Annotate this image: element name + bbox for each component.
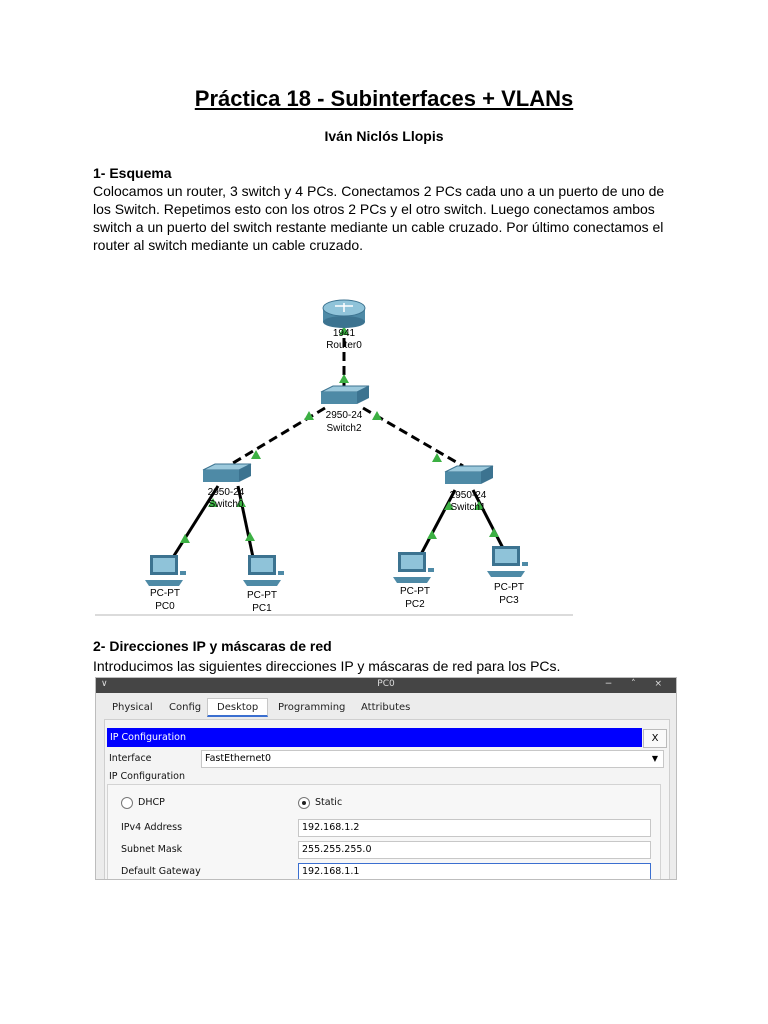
link-up-icon — [304, 411, 314, 420]
tab-programming[interactable]: Programming — [278, 702, 346, 713]
switch0-name-label: Switch0 — [208, 499, 243, 510]
switch2-icon[interactable] — [320, 385, 370, 404]
ip-configuration-label: IP Configuration — [109, 771, 185, 782]
router-icon[interactable] — [322, 299, 366, 328]
section-heading-esquema: 1- Esquema — [93, 165, 172, 181]
link-up-icon — [474, 501, 484, 510]
network-diagram: 1941 Router0 2950-24 Switch2 2950-24 Swi… — [95, 299, 573, 616]
interface-label: Interface — [109, 753, 152, 764]
paragraph-line: switch a un puerto del switch restante m… — [93, 219, 664, 235]
paragraph-direcciones: Introducimos las siguientes direcciones … — [93, 658, 561, 674]
pc2-icon[interactable] — [393, 552, 434, 583]
interface-select-value: FastEthernet0 — [205, 753, 272, 764]
pc0-model-label: PC-PT — [150, 588, 180, 599]
cable-switch1-pc3 — [471, 489, 507, 553]
link-up-icon — [245, 532, 255, 541]
author: Iván Niclós Llopis — [324, 128, 444, 144]
link-up-icon — [427, 530, 437, 539]
link-up-icon — [432, 453, 442, 462]
window-titlebar: ∨ PC0 − ˄ × — [96, 678, 676, 693]
pc3-icon[interactable] — [487, 546, 528, 577]
window-controls[interactable]: − ˄ × — [604, 679, 670, 689]
link-up-icon — [180, 534, 190, 543]
page-title: Práctica 18 - Subinterfaces + VLANs — [194, 86, 574, 111]
pc2-name-label: PC2 — [405, 599, 425, 610]
cable-switch0-pc0 — [168, 485, 220, 563]
link-up-icon — [339, 374, 349, 383]
pc1-icon[interactable] — [243, 555, 284, 586]
interface-select[interactable]: FastEthernet0 ▼ — [201, 750, 664, 768]
paragraph-line: los Switch. Repetimos esto con los otros… — [93, 201, 655, 217]
switch0-icon[interactable] — [202, 463, 252, 482]
switch2-model-label: 2950-24 — [326, 410, 363, 421]
ipv4-address-input[interactable]: 192.168.1.2 — [298, 819, 651, 837]
chevron-down-icon: ▼ — [651, 754, 658, 763]
switch0-model-label: 2950-24 — [208, 487, 245, 498]
ip-configuration-header: IP Configuration — [107, 728, 642, 747]
router-model-label: 1941 — [333, 328, 356, 339]
tab-config[interactable]: Config — [169, 702, 202, 713]
static-label: Static — [315, 797, 343, 808]
tab-physical[interactable]: Physical — [112, 702, 153, 713]
link-indicators — [180, 326, 499, 543]
default-gateway-label: Default Gateway — [121, 866, 201, 877]
switch1-model-label: 2950-24 — [450, 490, 487, 501]
link-up-icon — [236, 498, 246, 507]
pc3-name-label: PC3 — [499, 595, 519, 606]
switch2-name-label: Switch2 — [326, 423, 361, 434]
dhcp-radio[interactable] — [121, 797, 133, 809]
link-up-icon — [208, 498, 218, 507]
link-up-icon — [444, 501, 454, 510]
paragraph-esquema: Colocamos un router, 3 switch y 4 PCs. C… — [93, 182, 683, 254]
ipv4-address-label: IPv4 Address — [121, 822, 183, 833]
window-title: PC0 — [377, 679, 395, 689]
router-name-label: Router0 — [326, 340, 362, 351]
pc1-model-label: PC-PT — [247, 590, 277, 601]
switch1-icon[interactable] — [444, 465, 494, 484]
desktop-panel: IP Configuration X Interface FastEtherne… — [104, 719, 670, 879]
default-gateway-input[interactable]: 192.168.1.1 — [298, 863, 651, 879]
static-radio[interactable] — [298, 797, 310, 809]
link-up-icon — [339, 326, 349, 335]
paragraph-line: Colocamos un router, 3 switch y 4 PCs. C… — [93, 183, 665, 199]
pt-window: ∨ PC0 − ˄ × Physical Config Desktop Prog… — [95, 677, 677, 880]
ip-configuration-box: DHCP Static IPv4 Address 192.168.1.2 Sub… — [107, 784, 661, 879]
paragraph-line: router al switch mediante un cable cruza… — [93, 237, 364, 253]
subnet-mask-label: Subnet Mask — [121, 844, 183, 855]
tab-desktop[interactable]: Desktop — [207, 698, 269, 717]
section-heading-direcciones: 2- Direcciones IP y máscaras de red — [93, 638, 332, 654]
pc0-icon[interactable] — [145, 555, 186, 586]
tab-attributes[interactable]: Attributes — [361, 702, 411, 713]
pc2-model-label: PC-PT — [400, 586, 430, 597]
link-up-icon — [251, 450, 261, 459]
tab-bar: Physical Config Desktop Programming Attr… — [96, 693, 676, 719]
pc0-name-label: PC0 — [155, 601, 175, 612]
switch1-name-label: Switch1 — [450, 502, 485, 513]
link-up-icon — [372, 411, 382, 420]
subnet-mask-input[interactable]: 255.255.255.0 — [298, 841, 651, 859]
close-button[interactable]: X — [643, 729, 667, 748]
pc3-model-label: PC-PT — [494, 582, 524, 593]
link-up-icon — [489, 528, 499, 537]
pc1-name-label: PC1 — [252, 603, 272, 614]
window-menu-icon[interactable]: ∨ — [101, 679, 108, 689]
dhcp-label: DHCP — [138, 797, 165, 808]
